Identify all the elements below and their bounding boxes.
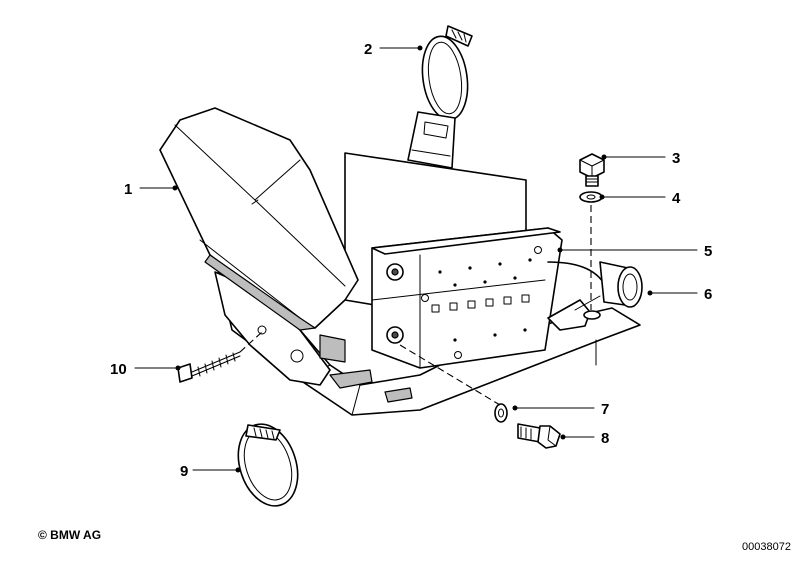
hex-bolt-lower (517, 423, 561, 449)
callout-7: 7 (601, 401, 609, 418)
drawing-number: 00038072 (742, 541, 791, 553)
hose-clamp-lower (237, 423, 299, 507)
self-tapping-screw (177, 351, 241, 383)
control-unit-housing (159, 107, 359, 331)
callout-5: 5 (704, 243, 712, 260)
callout-1: 1 (124, 181, 132, 198)
callout-leaders (134, 45, 698, 473)
washer-lower (494, 403, 508, 423)
copyright-notice: © BMW AG (38, 528, 102, 542)
callout-3: 3 (672, 150, 680, 167)
assembly-axis-screw (239, 331, 263, 353)
callout-10: 10 (110, 361, 127, 378)
callout-4: 4 (672, 190, 681, 207)
assembly-axis-lower (399, 344, 501, 406)
callout-6: 6 (704, 286, 712, 303)
control-module (371, 227, 563, 369)
washer-top (579, 191, 603, 203)
callout-8: 8 (601, 430, 609, 447)
callout-2: 2 (364, 41, 372, 58)
callout-9: 9 (180, 463, 188, 480)
connector-plug (547, 261, 643, 331)
hose-clamp-top (407, 25, 473, 169)
hex-bolt-top (579, 153, 605, 187)
